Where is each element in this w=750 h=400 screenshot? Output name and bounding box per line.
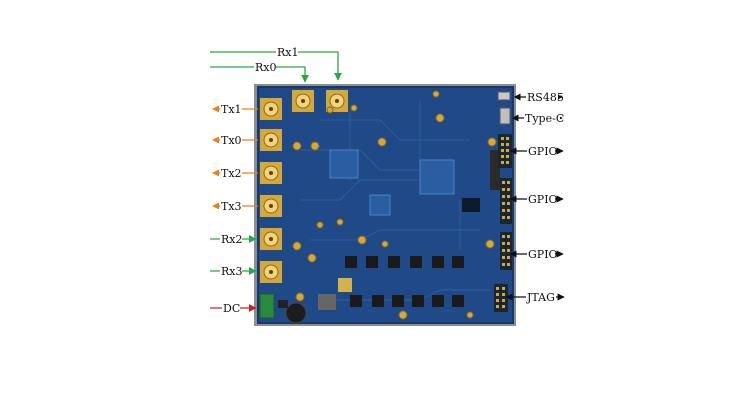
right-connectors bbox=[494, 91, 512, 312]
label-gpio2: GPIO bbox=[528, 193, 558, 206]
arrow-left-icon bbox=[212, 169, 219, 177]
sma-connectors-top bbox=[292, 90, 348, 112]
rx2-signal: Rx2 bbox=[210, 232, 257, 246]
gpio2-port: GPIO bbox=[509, 192, 564, 206]
sma-rx1 bbox=[326, 90, 348, 112]
sma-tx2 bbox=[260, 162, 282, 184]
sma-connectors-left bbox=[260, 98, 282, 283]
rx3-signal: Rx3 bbox=[210, 264, 257, 278]
label-tx1: Tx1 bbox=[221, 103, 242, 116]
label-gpio3: GPIO bbox=[528, 248, 558, 261]
ic-chips bbox=[259, 149, 500, 324]
label-gpio1: GPIO bbox=[528, 145, 558, 158]
arrow-left-icon bbox=[212, 202, 219, 210]
label-typec: Type-C bbox=[525, 112, 564, 125]
sma-rx3 bbox=[260, 261, 282, 283]
label-tx0: Tx0 bbox=[221, 134, 242, 147]
gpio1-port: GPIO bbox=[509, 144, 564, 158]
gpio-header-1 bbox=[498, 134, 512, 168]
jtag-port: JTAG bbox=[505, 290, 565, 304]
label-tx2: Tx2 bbox=[221, 167, 242, 180]
jtag-header bbox=[494, 284, 508, 312]
sma-tx0 bbox=[260, 129, 282, 151]
sma-rx2 bbox=[260, 228, 282, 250]
tx1-signal: Tx1 bbox=[212, 102, 258, 116]
label-jtag: JTAG bbox=[526, 291, 555, 304]
gpio3-port: GPIO bbox=[509, 247, 564, 261]
rx0-signal: Rx0 bbox=[210, 60, 309, 83]
gpio-header-2 bbox=[500, 178, 512, 224]
sma-rx0 bbox=[292, 90, 314, 112]
label-tx3: Tx3 bbox=[221, 200, 242, 213]
label-rs485: RS485 bbox=[527, 91, 564, 104]
label-dc: DC bbox=[223, 302, 240, 315]
sma-tx3 bbox=[260, 195, 282, 217]
label-rx2: Rx2 bbox=[221, 233, 242, 246]
sma-tx1 bbox=[260, 98, 282, 120]
tx0-signal: Tx0 bbox=[212, 133, 258, 147]
rs485-port: RS485 bbox=[513, 90, 564, 104]
typec-port: Type-C bbox=[511, 111, 564, 125]
label-rx0: Rx0 bbox=[255, 61, 276, 74]
arrow-left-icon bbox=[212, 105, 219, 113]
mounting-pads bbox=[292, 90, 497, 320]
label-rx3: Rx3 bbox=[221, 265, 242, 278]
arrow-left-icon bbox=[212, 136, 219, 144]
tx3-signal: Tx3 bbox=[212, 199, 258, 213]
label-rx1: Rx1 bbox=[277, 46, 298, 59]
pcb-traces bbox=[300, 100, 490, 301]
gpio-header-3 bbox=[500, 232, 512, 270]
rx1-signal: Rx1 bbox=[210, 45, 342, 81]
tx2-signal: Tx2 bbox=[212, 166, 258, 180]
dc-input: DC bbox=[210, 301, 257, 315]
power-regulators bbox=[345, 256, 464, 307]
